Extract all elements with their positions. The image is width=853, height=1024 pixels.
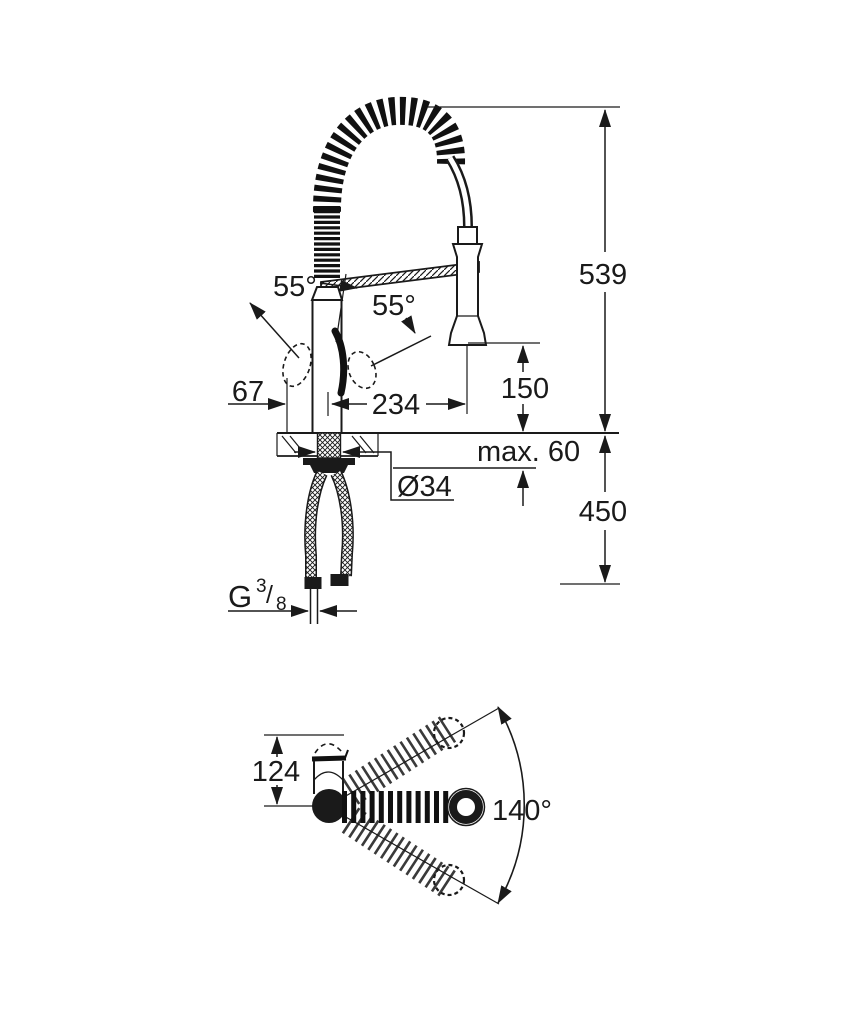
spray-head-body — [447, 243, 488, 346]
hose-length-label: 450 — [579, 496, 627, 528]
top-lever-hook — [344, 749, 349, 759]
spring-coil-spout — [312, 96, 473, 278]
section-hatch — [281, 435, 297, 454]
top-spray-head-ring — [449, 790, 483, 824]
supply-hoses — [304, 470, 354, 624]
lever-angle-right-pointer — [401, 315, 416, 334]
lever-angle-left-pointer — [319, 279, 358, 292]
dimension-hose-length: 450 — [560, 435, 627, 585]
thread-size-label: G 3 / 8 — [228, 576, 287, 615]
spring-coil-arc — [312, 96, 466, 213]
dimension-thread-size: G 3 / 8 — [228, 576, 357, 617]
top-view: 140° 124 — [252, 706, 552, 905]
hole-diameter-leader — [364, 451, 454, 501]
threaded-shank — [316, 432, 342, 459]
mounting-nut — [310, 465, 348, 473]
section-hatch — [359, 435, 375, 454]
outlet-height-label: 150 — [501, 373, 549, 405]
mounting-flange — [303, 458, 355, 465]
swivel-angle-line-upper — [343, 707, 500, 798]
lever-position-left — [282, 342, 312, 388]
deck-thickness-label: max. 60 — [477, 436, 580, 468]
spout-arm — [320, 260, 480, 294]
dimension-head-height: 124 — [252, 734, 344, 807]
mounting-hardware — [303, 432, 355, 473]
top-spray-head-outer-ring — [446, 787, 486, 827]
hose-right-fitting — [330, 574, 349, 586]
hose-tube-inner — [447, 156, 471, 228]
lever-angle-left-line — [249, 302, 300, 359]
lever-angle-right-line — [370, 335, 432, 367]
top-body-dashed-cap — [314, 742, 343, 754]
dimension-total-height: 539 — [428, 106, 627, 432]
hose-left-braid — [305, 471, 327, 578]
lever-angle-right-label: 55° — [372, 290, 416, 322]
swivel-position-upper — [341, 716, 457, 805]
lever-position-right — [347, 350, 377, 390]
swivel-angle-label: 140° — [492, 795, 552, 827]
dimension-outlet-height: 150 — [468, 342, 549, 432]
swivel-angle-line-lower — [343, 815, 500, 905]
swivel-arc — [497, 706, 526, 904]
spray-head-collar — [457, 226, 478, 245]
dimension-spout-reach: 234 — [327, 346, 468, 421]
section-hatch — [289, 435, 305, 454]
swivel-position-lower — [341, 807, 457, 897]
swivel-position-upper-head — [432, 716, 466, 750]
hose-right-braid — [331, 471, 353, 577]
dimension-hole-diameter: Ø34 — [294, 446, 454, 503]
head-height-label: 124 — [252, 756, 300, 788]
spout-reach-label: 234 — [372, 389, 420, 421]
body-column — [311, 299, 343, 434]
top-spring-hub — [312, 789, 346, 823]
hose-left-fitting — [304, 577, 322, 589]
lever-angle-annotations: 55° 55° — [249, 271, 432, 367]
spout-arm-bar — [320, 260, 480, 294]
rear-clearance-label: 67 — [232, 376, 264, 408]
hole-diameter-label: Ø34 — [397, 471, 452, 503]
swivel-position-lower-head — [432, 863, 466, 897]
section-hatch — [351, 435, 367, 454]
dimension-rear-clearance: 67 — [228, 376, 288, 432]
dimension-deck-thickness: max. 60 — [393, 436, 580, 506]
faucet-body — [310, 273, 347, 434]
spray-head — [447, 226, 488, 346]
total-height-label: 539 — [579, 259, 627, 291]
lever-angle-left-label: 55° — [273, 271, 317, 303]
lever-current-position — [331, 327, 348, 397]
top-body-dome — [313, 771, 344, 781]
top-lever-bar — [311, 755, 347, 762]
